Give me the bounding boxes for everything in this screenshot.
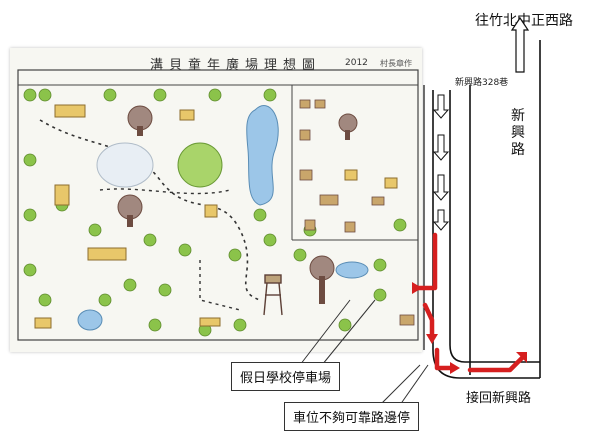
- xinxing-road-inner-edge: [449, 90, 540, 363]
- lane-328-road-edge: [432, 90, 540, 379]
- map-year: 2012: [345, 58, 368, 68]
- walking-path-branch: [99, 188, 231, 195]
- street-callout-pointer: [379, 364, 421, 406]
- route-arrow-icons: [415, 232, 525, 373]
- parking-callout-pointer: [321, 299, 376, 366]
- hut-icons: [34, 104, 398, 329]
- down-arrow-icons: [432, 94, 450, 231]
- walking-path: [39, 119, 261, 301]
- street-callout-pointer-2: [399, 364, 429, 406]
- route-arrowhead-icons: [412, 282, 527, 374]
- north-arrow-icon: [510, 16, 530, 73]
- tree-icons: [23, 88, 407, 337]
- play-area-icon: [96, 142, 154, 188]
- pond-icon: [246, 105, 279, 206]
- parking-callout-pointer-2: [299, 299, 351, 366]
- drawing-border: [17, 69, 419, 341]
- pond-small-icon: [335, 261, 369, 279]
- watchtower-icon: [263, 274, 283, 316]
- big-tree-icons: [117, 105, 358, 304]
- amenity-icons: [299, 99, 415, 326]
- road-label-lane-328: 新興路328巷: [455, 78, 509, 88]
- callout-street-parking: 車位不夠可靠路邊停: [284, 402, 420, 431]
- lawn-icon: [177, 142, 223, 188]
- road-label-xinxing: 新興路: [511, 108, 525, 158]
- return-road-label: 接回新興路: [466, 391, 532, 406]
- map-title: 溝貝童年廣場理想圖: [150, 58, 322, 73]
- direction-label-zhubei: 往竹北中正西路: [475, 13, 573, 29]
- map-author: 村長章作: [380, 59, 412, 68]
- walking-path-south: [199, 260, 241, 311]
- callout-holiday-parking: 假日學校停車場: [231, 362, 341, 391]
- pond-corner-icon: [77, 309, 103, 331]
